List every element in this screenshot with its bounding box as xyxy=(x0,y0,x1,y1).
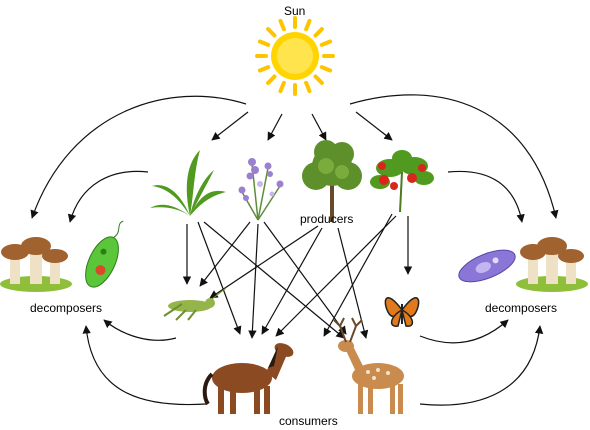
arrow-tree-to-grasshopper xyxy=(209,225,319,299)
arrow-fern-to-deer xyxy=(203,221,345,339)
sun-ray xyxy=(304,18,312,32)
sun-ray xyxy=(278,18,286,32)
arrow-tomato-to-deer xyxy=(323,213,393,337)
sun-ray xyxy=(313,74,324,85)
producers-label: producers xyxy=(300,212,354,226)
euglena-icon xyxy=(85,220,124,288)
wildflower-icon xyxy=(238,158,284,221)
sun-ray xyxy=(304,80,312,94)
sun-ray xyxy=(319,65,333,73)
horse-icon xyxy=(202,343,294,414)
arrow-sun-to-tree xyxy=(311,113,327,141)
decomposers-left-label: decomposers xyxy=(30,301,103,315)
arrow-horse-to-decomposers xyxy=(82,325,207,406)
arrow-fern-to-horse xyxy=(197,221,242,335)
arrow-tomato-to-decomposers xyxy=(447,170,525,223)
sun-icon xyxy=(255,16,335,96)
grasshopper-icon xyxy=(163,287,227,321)
arrow-flower-to-grasshopper xyxy=(199,221,251,287)
butterfly-icon xyxy=(384,297,420,327)
arrow-sun-to-fern xyxy=(211,111,249,141)
arrow-sun-to-decomposers-left xyxy=(30,95,247,219)
sun-ray xyxy=(257,65,271,73)
arrow-flower-to-horse xyxy=(248,223,259,339)
arrow-fern-to-decomposers xyxy=(67,170,149,223)
mushroom-icon xyxy=(0,237,72,292)
arrow-butterfly-to-decomposers xyxy=(419,319,509,344)
sun-ray xyxy=(278,80,286,94)
decomposers-right-label: decomposers xyxy=(485,301,558,315)
sun-ray xyxy=(257,39,271,47)
sun-ray xyxy=(266,27,277,38)
energy-flow-arrows xyxy=(30,94,559,406)
mushroom-icon xyxy=(516,237,588,292)
tree-icon xyxy=(302,140,362,222)
sun-ray xyxy=(266,74,277,85)
arrow-tomato-to-horse xyxy=(275,215,397,337)
consumers-label: consumers xyxy=(279,414,338,428)
arrow-flower-to-deer xyxy=(263,221,347,335)
sun-label: Sun xyxy=(284,4,306,18)
arrow-sun-to-tomato xyxy=(355,111,393,141)
arrow-tree-to-horse xyxy=(261,227,323,335)
deer-icon xyxy=(333,317,404,414)
sun-ray xyxy=(313,27,324,38)
sun-ray xyxy=(319,39,333,47)
fern-icon xyxy=(150,150,226,216)
arrow-sun-to-decomposers-right xyxy=(349,94,559,219)
arrow-sun-to-wildflower xyxy=(267,113,283,141)
paramecium-icon xyxy=(458,249,516,283)
arrow-grasshopper-to-decomposers xyxy=(103,319,177,341)
tomato-plant-icon xyxy=(370,150,434,213)
arrow-deer-to-decomposers xyxy=(419,325,544,406)
